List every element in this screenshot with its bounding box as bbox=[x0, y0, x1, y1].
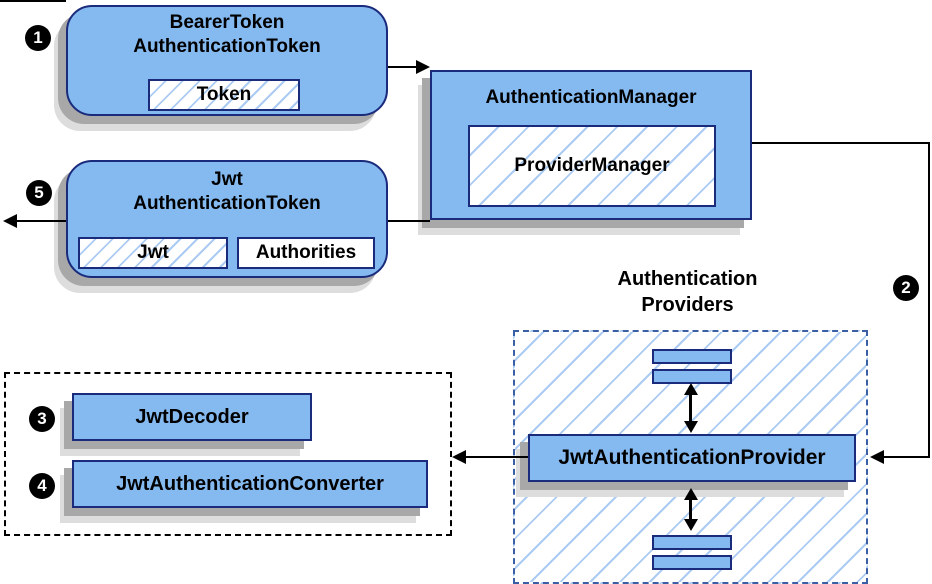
updown-arrowhead-icon bbox=[684, 383, 698, 395]
jwt-token-title-line2: AuthenticationToken bbox=[133, 193, 321, 214]
bearer-token-title-line1: BearerToken bbox=[169, 12, 285, 33]
jwt-token-title-line1: Jwt bbox=[211, 169, 243, 190]
authorities-inner-box: Authorities bbox=[237, 237, 375, 269]
step-4-badge: 4 bbox=[29, 473, 55, 499]
jwt-authentication-provider-label: JwtAuthenticationProvider bbox=[558, 446, 826, 469]
step-2-badge: 2 bbox=[893, 275, 919, 301]
step-3-badge: 3 bbox=[29, 406, 55, 432]
bearer-to-manager-arrowhead-icon bbox=[416, 60, 430, 74]
provider-to-decoder-line bbox=[464, 456, 528, 458]
provider-stack-bar bbox=[652, 535, 732, 550]
jwt-token-node-title: Jwt AuthenticationToken bbox=[66, 168, 388, 216]
provider-to-decoder-arrowhead-icon bbox=[452, 450, 466, 464]
authentication-providers-label-line1: Authentication bbox=[617, 268, 758, 290]
outgoing-response-arrowhead-icon bbox=[3, 214, 17, 228]
updown-arrowhead-icon bbox=[684, 421, 698, 433]
updown-arrow-line bbox=[689, 392, 692, 425]
updown-arrow-line bbox=[689, 497, 692, 523]
updown-arrowhead-icon bbox=[684, 519, 698, 531]
jwt-decoder-label: JwtDecoder bbox=[135, 405, 249, 428]
bearer-token-title-line2: AuthenticationToken bbox=[133, 36, 321, 57]
step-5-badge: 5 bbox=[26, 180, 52, 206]
jwt-inner-box: Jwt bbox=[78, 237, 228, 269]
updown-arrowhead-icon bbox=[684, 488, 698, 500]
manager-to-provider-line-top bbox=[752, 142, 930, 144]
jwt-decoder-node: JwtDecoder bbox=[72, 393, 312, 441]
provider-stack-bar bbox=[652, 349, 732, 364]
manager-to-provider-line-vertical bbox=[928, 142, 930, 458]
manager-to-provider-line-bottom bbox=[882, 456, 930, 458]
authentication-manager-title: AuthenticationManager bbox=[485, 87, 697, 108]
authentication-providers-label: Authentication Providers bbox=[595, 266, 780, 318]
jwt-authentication-converter-node: JwtAuthenticationConverter bbox=[72, 460, 428, 508]
outgoing-response-line bbox=[15, 220, 66, 222]
bearer-to-manager-line bbox=[388, 66, 416, 68]
incoming-request-line bbox=[0, 0, 66, 2]
token-inner-box: Token bbox=[148, 79, 300, 111]
jwt-authentication-converter-label: JwtAuthenticationConverter bbox=[116, 472, 384, 495]
jwt-authentication-provider-node: JwtAuthenticationProvider bbox=[528, 434, 856, 482]
provider-stack-bar bbox=[652, 555, 732, 570]
manager-to-jwt-token-line bbox=[388, 220, 430, 222]
decoder-converter-container bbox=[4, 372, 452, 536]
authentication-providers-label-line2: Providers bbox=[641, 294, 734, 316]
provider-manager-inner-box: ProviderManager bbox=[468, 125, 716, 207]
bearer-token-node-title: BearerToken AuthenticationToken bbox=[66, 11, 388, 59]
manager-to-provider-arrowhead-icon bbox=[870, 450, 884, 464]
step-1-badge: 1 bbox=[25, 25, 51, 51]
provider-stack-bar bbox=[652, 369, 732, 384]
